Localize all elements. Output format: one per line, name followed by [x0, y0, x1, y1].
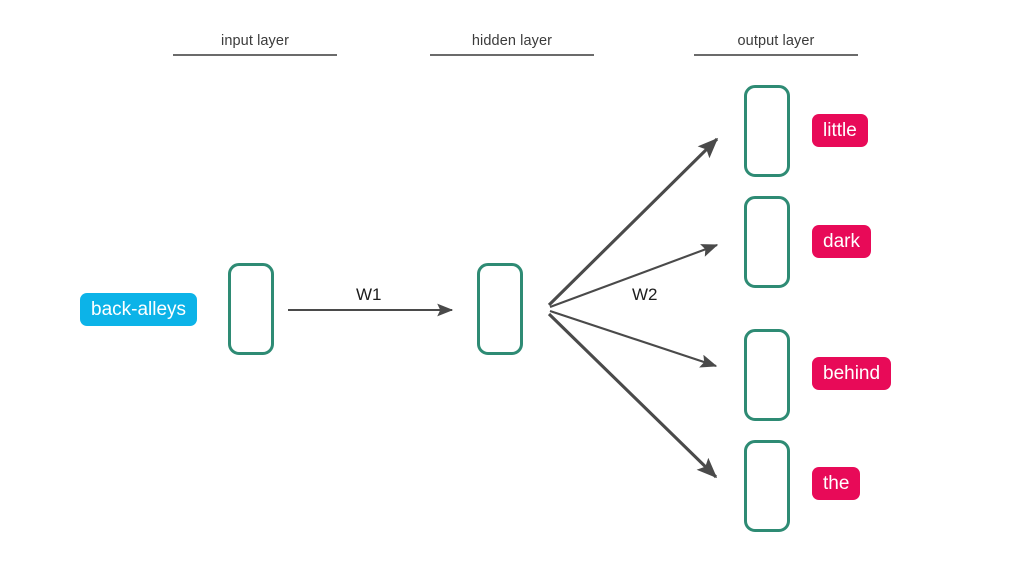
input-node	[228, 263, 274, 355]
layer-header-output-rule	[694, 54, 858, 56]
edge-hidden-to-output-1	[547, 137, 719, 307]
output-node-1	[744, 85, 790, 177]
weight-label-w1: W1	[356, 285, 382, 304]
weight-label-w2: W2	[632, 285, 658, 304]
output-word-badge-the: the	[812, 467, 861, 500]
output-node-4	[744, 440, 790, 532]
layer-header-hidden: hidden layer	[430, 33, 594, 56]
output-node-2	[744, 196, 790, 288]
output-node-3	[744, 329, 790, 421]
output-word-badge-behind: behind	[812, 357, 892, 390]
edge-hidden-to-output-4	[547, 312, 718, 479]
output-word-badge-little: little	[812, 114, 868, 147]
layer-header-output: output layer	[694, 33, 858, 56]
layer-header-input-label: input layer	[221, 33, 289, 49]
input-word-badge: back-alleys	[80, 293, 198, 326]
layer-header-hidden-label: hidden layer	[471, 33, 553, 49]
layer-header-hidden-rule	[430, 54, 594, 56]
layer-header-input-rule	[173, 54, 337, 56]
layer-header-output-label: output layer	[737, 33, 815, 49]
hidden-node	[477, 263, 523, 355]
output-word-badge-dark: dark	[812, 225, 871, 258]
layer-header-input: input layer	[173, 33, 337, 56]
edge-hidden-to-output-3	[549, 310, 718, 368]
